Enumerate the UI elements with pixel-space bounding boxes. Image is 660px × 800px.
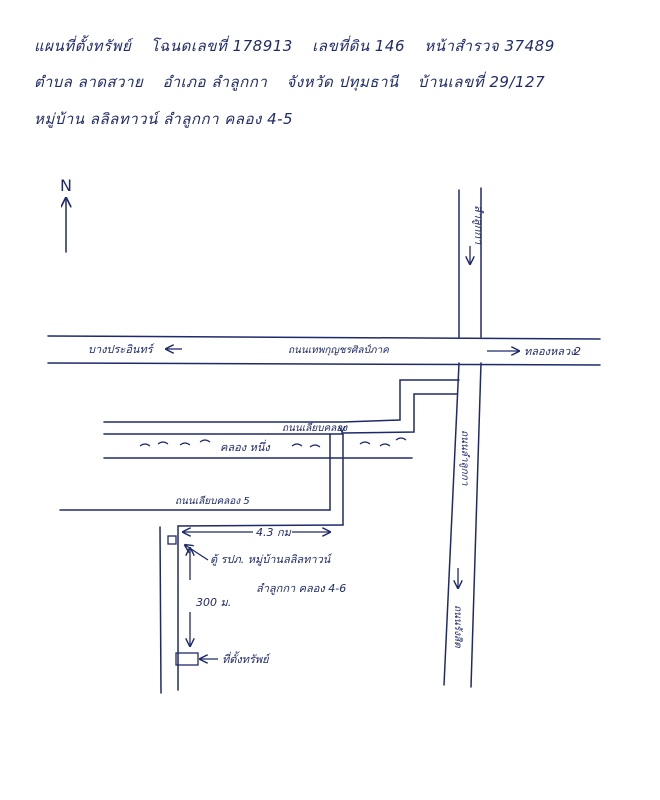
property-label: ที่ตั้งทรัพย์ — [222, 651, 272, 666]
deed-number: 178913 — [232, 37, 293, 55]
canal-road-label: ถนนเลียบคลอง — [282, 422, 348, 434]
land-label: เลขที่ดิน — [312, 37, 370, 55]
right-road-right-edge-lower — [470, 362, 482, 688]
survey-number: 37489 — [504, 37, 555, 55]
canal-label: คลอง หนึ่ง — [220, 439, 271, 454]
right-road-number: 2 — [574, 345, 581, 358]
village-value: ลลิลทาวน์ ลำลูกกา คลอง 4-5 — [89, 110, 294, 128]
district-value: ลำลูกกา — [211, 73, 268, 91]
property-marker-icon — [175, 652, 199, 666]
connector-road-inner — [341, 393, 458, 434]
landmark-arrow-icon — [185, 545, 209, 561]
connector-road-outer — [342, 379, 460, 423]
south-road-lower-label: ถนนรังสิต — [452, 605, 464, 648]
land-number: 146 — [374, 37, 406, 55]
landmark-2-label: ลำลูกกา คลอง 4-6 — [256, 582, 346, 595]
main-road-label: ถนนเทพกุญชรศิลป์ภาค — [288, 344, 390, 356]
district-label: อำเภอ — [162, 73, 207, 91]
province-value: ปทุมธานี — [338, 73, 399, 91]
road-5-label: ถนนเลียบคลอง 5 — [175, 495, 250, 507]
house-label: บ้านเลขที่ — [417, 73, 485, 91]
right-road-label: ทลองหลวง — [524, 345, 577, 358]
left-road-label: บางประอินทร์ — [88, 343, 156, 356]
north-road-label: ลำลูกกา — [472, 205, 485, 245]
subdistrict-value: ลาดสวาย — [77, 73, 144, 91]
distance-2-label: 300 ม. — [196, 596, 231, 609]
right-road-left-edge-lower — [443, 362, 460, 686]
village-road-left-edge — [159, 526, 162, 694]
header-line-1: แผนที่ตั้งทรัพย์ โฉนดเลขที่ 178913 เลขที… — [34, 34, 555, 58]
deed-label: โฉนดเลขที่ — [150, 37, 228, 55]
village-label: หมู่บ้าน — [34, 110, 85, 128]
province-label: จังหวัด — [286, 73, 334, 91]
map-title: แผนที่ตั้งทรัพย์ — [34, 37, 132, 55]
main-road-top-edge — [47, 335, 601, 340]
house-number: 29/127 — [489, 73, 546, 91]
subdistrict-label: ตำบล — [34, 73, 73, 91]
header-line-2: ตำบล ลาดสวาย อำเภอ ลำลูกกา จังหวัด ปทุมธ… — [34, 70, 545, 94]
survey-label: หน้าสำรวจ — [424, 37, 500, 55]
road-5-bottom-edge — [177, 524, 344, 691]
main-road-bottom-edge — [47, 362, 601, 366]
guard-booth-icon — [167, 535, 177, 545]
canal-bridge-icon — [338, 425, 346, 434]
header-line-3: หมู่บ้าน ลลิลทาวน์ ลำลูกกา คลอง 4-5 — [34, 107, 293, 131]
north-label: N — [60, 176, 72, 195]
distance-1-label: 4.3 กม — [256, 526, 292, 539]
south-road-upper-label: ถนนลำลูกกา — [459, 430, 471, 486]
landmark-1-label: ตู้ รปภ. หมู่บ้านลลิลทาวน์ — [210, 553, 333, 566]
canal-water — [139, 437, 407, 448]
